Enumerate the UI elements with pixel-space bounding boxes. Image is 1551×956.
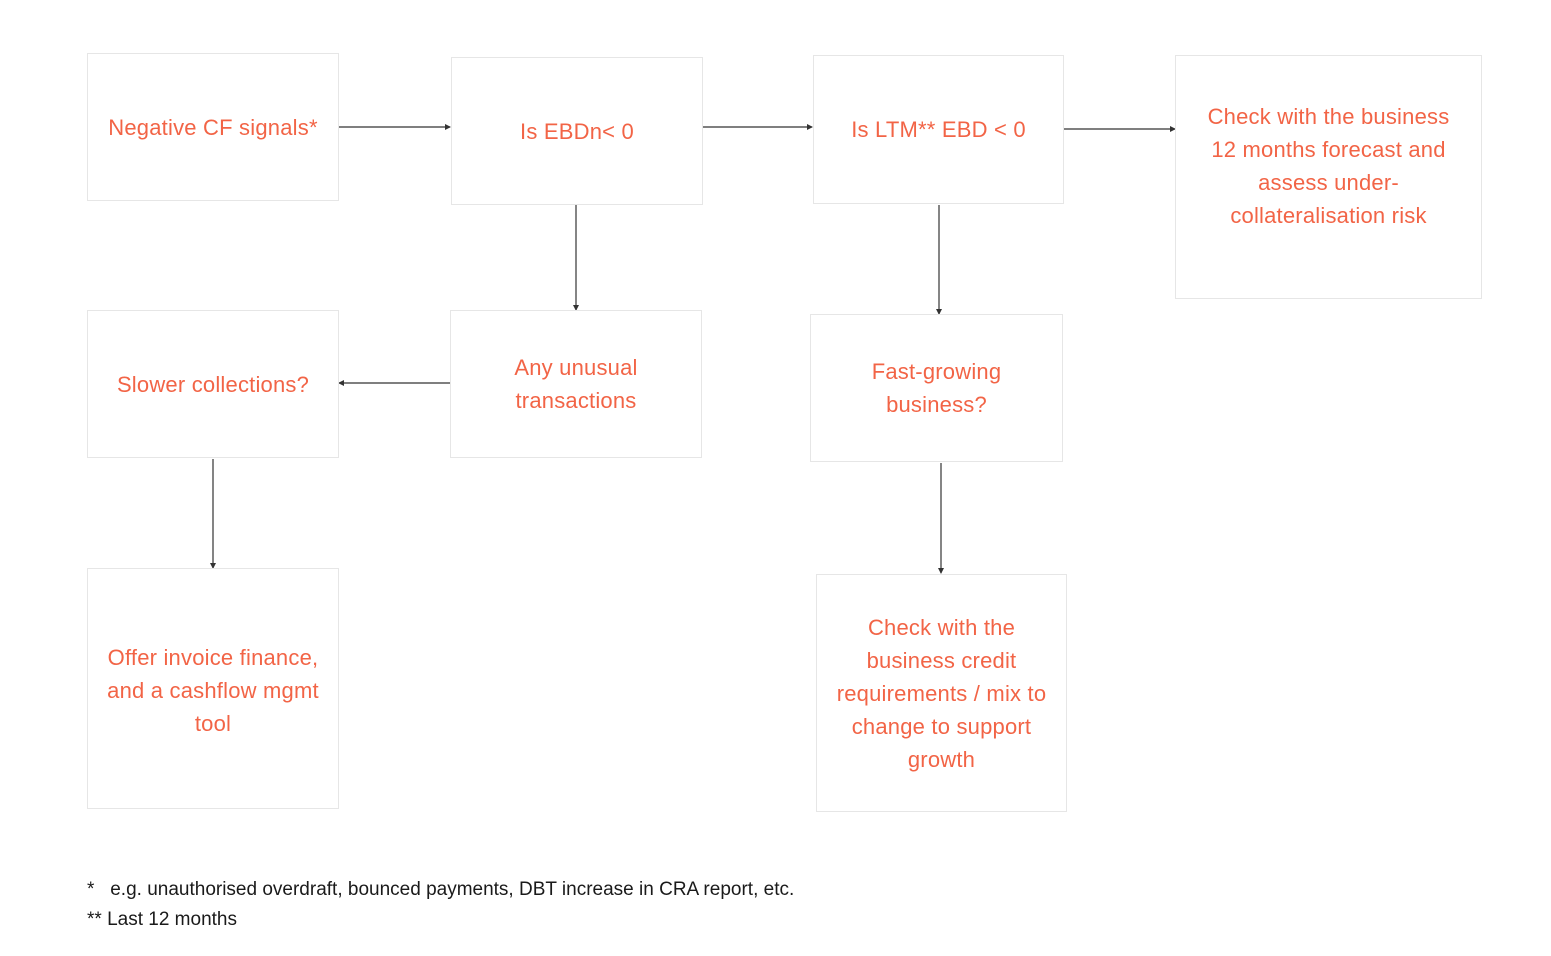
footnote-row: ** Last 12 months [87,905,794,935]
footnotes: * e.g. unauthorised overdraft, bounced p… [87,875,794,935]
node-negative-cf-signals-label: Negative CF signals* [108,114,318,140]
node-is-ltm-ebd-negative: Is LTM** EBD < 0 [813,55,1064,204]
node-check-forecast-label: Check with the business 12 months foreca… [1207,104,1450,228]
node-check-credit-requirements-label: Check with the business credit requireme… [836,614,1047,772]
node-negative-cf-signals: Negative CF signals* [87,53,339,201]
footnote-row: * e.g. unauthorised overdraft, bounced p… [87,875,794,905]
node-is-ltm-ebd-negative-label: Is LTM** EBD < 0 [851,117,1026,142]
node-is-ebdn-negative: Is EBDn< 0 [451,57,703,205]
node-slower-collections-label: Slower collections? [116,371,310,397]
node-slower-collections: Slower collections? [87,310,339,458]
footnote-marker: ** [87,909,108,930]
node-fast-growing-business: Fast-growing business? [810,314,1063,462]
node-unusual-transactions: Any unusual transactions [450,310,702,458]
node-is-ebdn-negative-label: Is EBDn< 0 [520,118,634,144]
footnote-marker: * [87,879,111,900]
node-check-forecast: Check with the business 12 months foreca… [1175,55,1482,299]
node-fast-growing-business-label: Fast-growing business? [871,359,1002,417]
node-offer-invoice-finance: Offer invoice finance, and a cashflow mg… [87,568,339,809]
footnote-text: Last 12 months [107,909,237,930]
node-unusual-transactions-label: Any unusual transactions [514,355,638,413]
node-check-credit-requirements: Check with the business credit requireme… [816,574,1067,812]
footnote-text: e.g. unauthorised overdraft, bounced pay… [110,879,795,900]
node-offer-invoice-finance-label: Offer invoice finance, and a cashflow mg… [107,645,319,736]
